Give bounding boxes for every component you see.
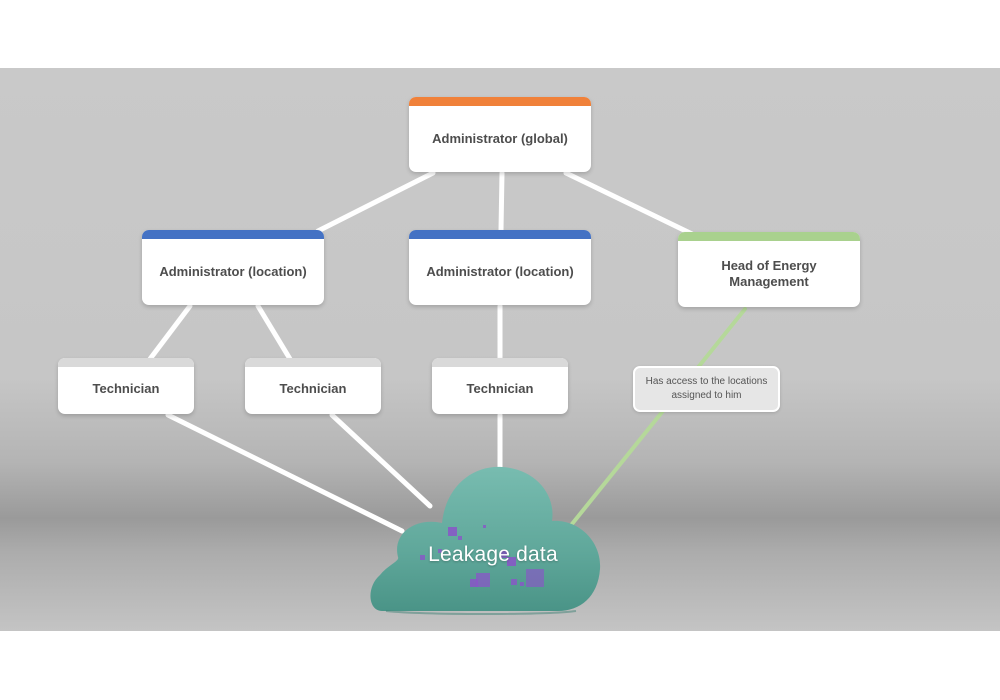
node-accent-bar bbox=[142, 230, 324, 239]
diagram-canvas: Administrator (global) Administrator (lo… bbox=[0, 68, 1000, 631]
node-technician-2: Technician bbox=[245, 358, 381, 414]
link-global-to-location-1 bbox=[315, 170, 436, 234]
node-administrator-location-1: Administrator (location) bbox=[142, 230, 324, 305]
cloud-icon bbox=[370, 466, 601, 615]
pixel-particles bbox=[420, 525, 544, 587]
access-note-text: Has access to the locations assigned to … bbox=[645, 376, 768, 401]
node-accent-bar bbox=[432, 358, 568, 367]
node-accent-bar bbox=[678, 232, 860, 241]
link-location-1-to-technician-1 bbox=[147, 303, 193, 362]
node-technician-3: Technician bbox=[432, 358, 568, 414]
node-accent-bar bbox=[245, 358, 381, 367]
node-label: Technician bbox=[92, 381, 160, 396]
access-note: Has access to the locations assigned to … bbox=[633, 366, 780, 412]
node-label: Administrator (location) bbox=[426, 264, 574, 279]
link-location-1-to-technician-2 bbox=[255, 303, 293, 362]
node-label: Technician bbox=[279, 381, 347, 396]
node-label: Head of Energy Management bbox=[721, 258, 817, 289]
node-head-of-energy-management: Head of Energy Management bbox=[678, 232, 860, 307]
node-accent-bar bbox=[58, 358, 194, 367]
node-label: Technician bbox=[466, 381, 534, 396]
node-administrator-location-2: Administrator (location) bbox=[409, 230, 591, 305]
node-administrator-global: Administrator (global) bbox=[409, 97, 591, 172]
link-global-to-head-energy bbox=[563, 170, 695, 237]
link-head-energy-to-cloud bbox=[570, 307, 747, 526]
link-global-to-location-2 bbox=[498, 170, 505, 233]
connector-layer bbox=[147, 170, 747, 534]
node-technician-1: Technician bbox=[58, 358, 194, 414]
node-label: Administrator (location) bbox=[159, 264, 307, 279]
cloud-label: Leakage data bbox=[428, 543, 558, 566]
link-technician-2-to-cloud bbox=[329, 412, 433, 509]
node-accent-bar bbox=[409, 97, 591, 106]
node-accent-bar bbox=[409, 230, 591, 239]
node-label: Administrator (global) bbox=[432, 131, 568, 146]
link-technician-1-to-cloud bbox=[165, 412, 405, 534]
cloud-shape bbox=[370, 466, 601, 615]
